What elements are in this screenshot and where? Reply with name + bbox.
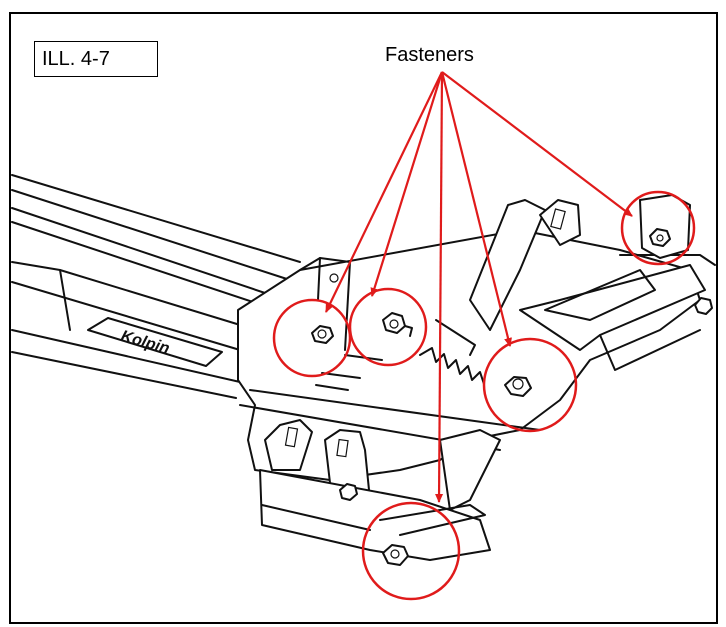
fasteners-callout-label: Fasteners <box>385 44 474 66</box>
bolt-5 <box>382 544 409 566</box>
triangle-bracket <box>519 254 716 371</box>
push-tube-upper <box>11 174 301 307</box>
fastener-circle-1 <box>272 298 352 378</box>
bolt-3 <box>504 376 532 397</box>
push-tube-lower <box>11 261 251 399</box>
bolt-1 <box>311 325 334 344</box>
spring <box>419 319 485 385</box>
arrow-1 <box>325 71 443 313</box>
fastener-circles <box>272 190 696 601</box>
bolt-2 <box>382 312 413 337</box>
fastener-circle-4 <box>620 190 696 266</box>
callout-arrows <box>325 71 633 503</box>
fastener-circle-3 <box>482 337 578 433</box>
bolt-4 <box>649 228 671 247</box>
fastener-circle-2 <box>348 287 428 367</box>
bolt-extra <box>339 297 713 501</box>
arrow-3 <box>440 71 512 347</box>
arrow-5 <box>435 71 444 503</box>
fastener-circle-5 <box>361 501 461 601</box>
arrow-2 <box>370 71 444 297</box>
bolt-heads <box>311 228 713 566</box>
illustration-label: ILL. 4-7 <box>34 41 158 77</box>
arrow-4 <box>441 71 633 217</box>
